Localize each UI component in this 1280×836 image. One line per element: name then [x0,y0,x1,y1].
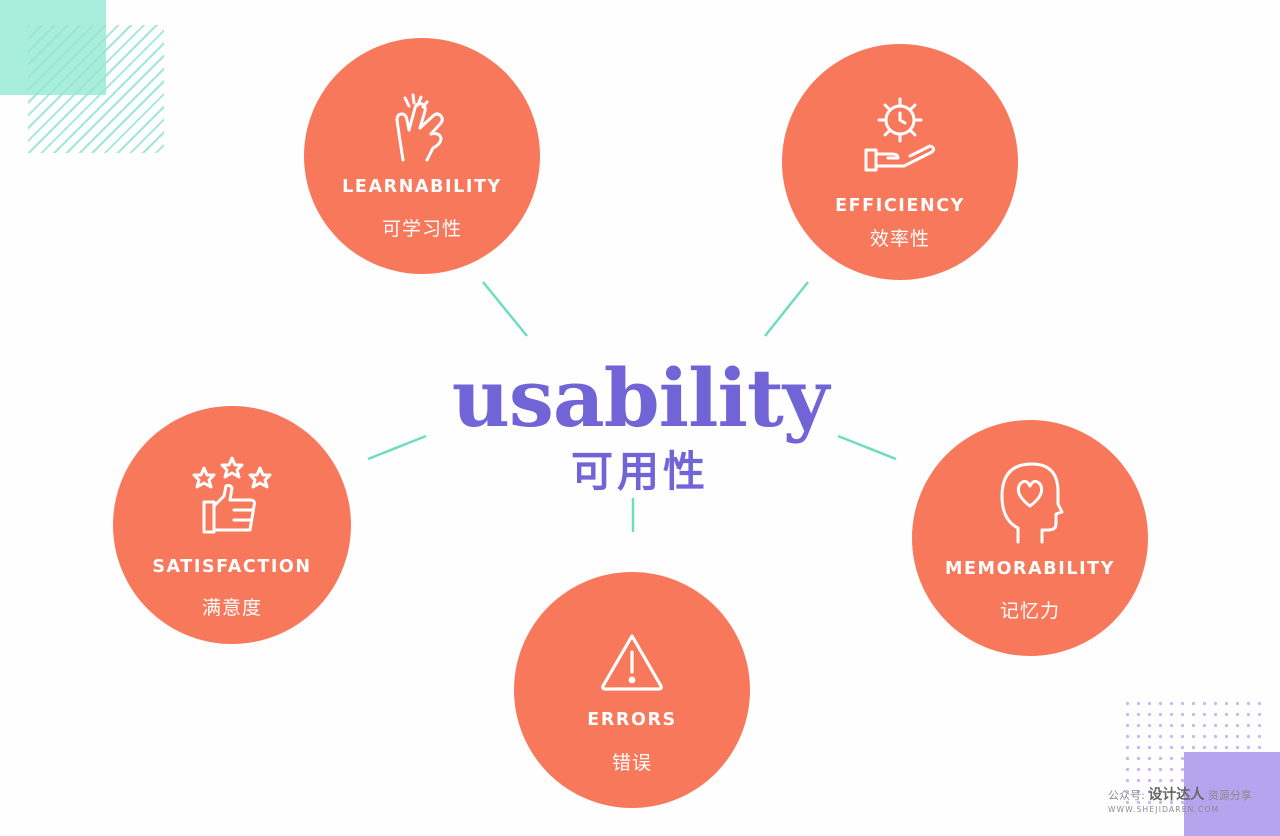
node-memorability: MEMORABILITY 记忆力 [912,420,1148,656]
node-satisfaction-label-zh: 满意度 [201,597,262,619]
watermark-suffix: 资源分享 [1207,789,1252,802]
center-subtitle: 可用性 [570,447,709,496]
connector-efficiency [764,281,809,337]
connector-satisfaction [367,434,427,461]
gear-clock-hand-icon [860,94,940,178]
warning-triangle-icon [599,632,665,696]
snapping-hand-icon [389,92,455,168]
node-errors-label-zh: 错误 [611,752,652,774]
connector-learnability [482,281,528,337]
node-efficiency: EFFICIENCY 效率性 [782,44,1018,280]
node-satisfaction: SATISFACTION 满意度 [113,406,351,644]
watermark: 公众号: 设计达人 资源分享 WWW.SHEJIDAREN.COM [1108,784,1268,814]
node-satisfaction-label-en: SATISFACTION [152,557,312,577]
watermark-name: 设计达人 [1148,787,1205,803]
node-learnability: LEARNABILITY 可学习性 [304,38,540,274]
node-efficiency-label-zh: 效率性 [869,228,930,250]
node-memorability-label-zh: 记忆力 [999,600,1060,622]
node-learnability-label-en: LEARNABILITY [342,177,502,197]
connector-memorability [837,434,897,461]
head-heart-icon [996,458,1064,550]
node-efficiency-label-en: EFFICIENCY [835,196,965,216]
node-learnability-label-zh: 可学习性 [381,218,462,240]
watermark-prefix: 公众号: [1108,789,1145,802]
teal-stripe-pattern [28,25,164,153]
node-errors: ERRORS 错误 [514,572,750,808]
node-errors-label-en: ERRORS [587,710,677,730]
center-title: usability [451,351,830,445]
node-memorability-label-en: MEMORABILITY [944,559,1115,579]
purple-corner-block [1184,752,1280,836]
watermark-url: WWW.SHEJIDAREN.COM [1108,805,1220,814]
thumbs-up-stars-icon [190,454,274,540]
watermark-line: 公众号: 设计达人 资源分享 [1108,784,1268,804]
